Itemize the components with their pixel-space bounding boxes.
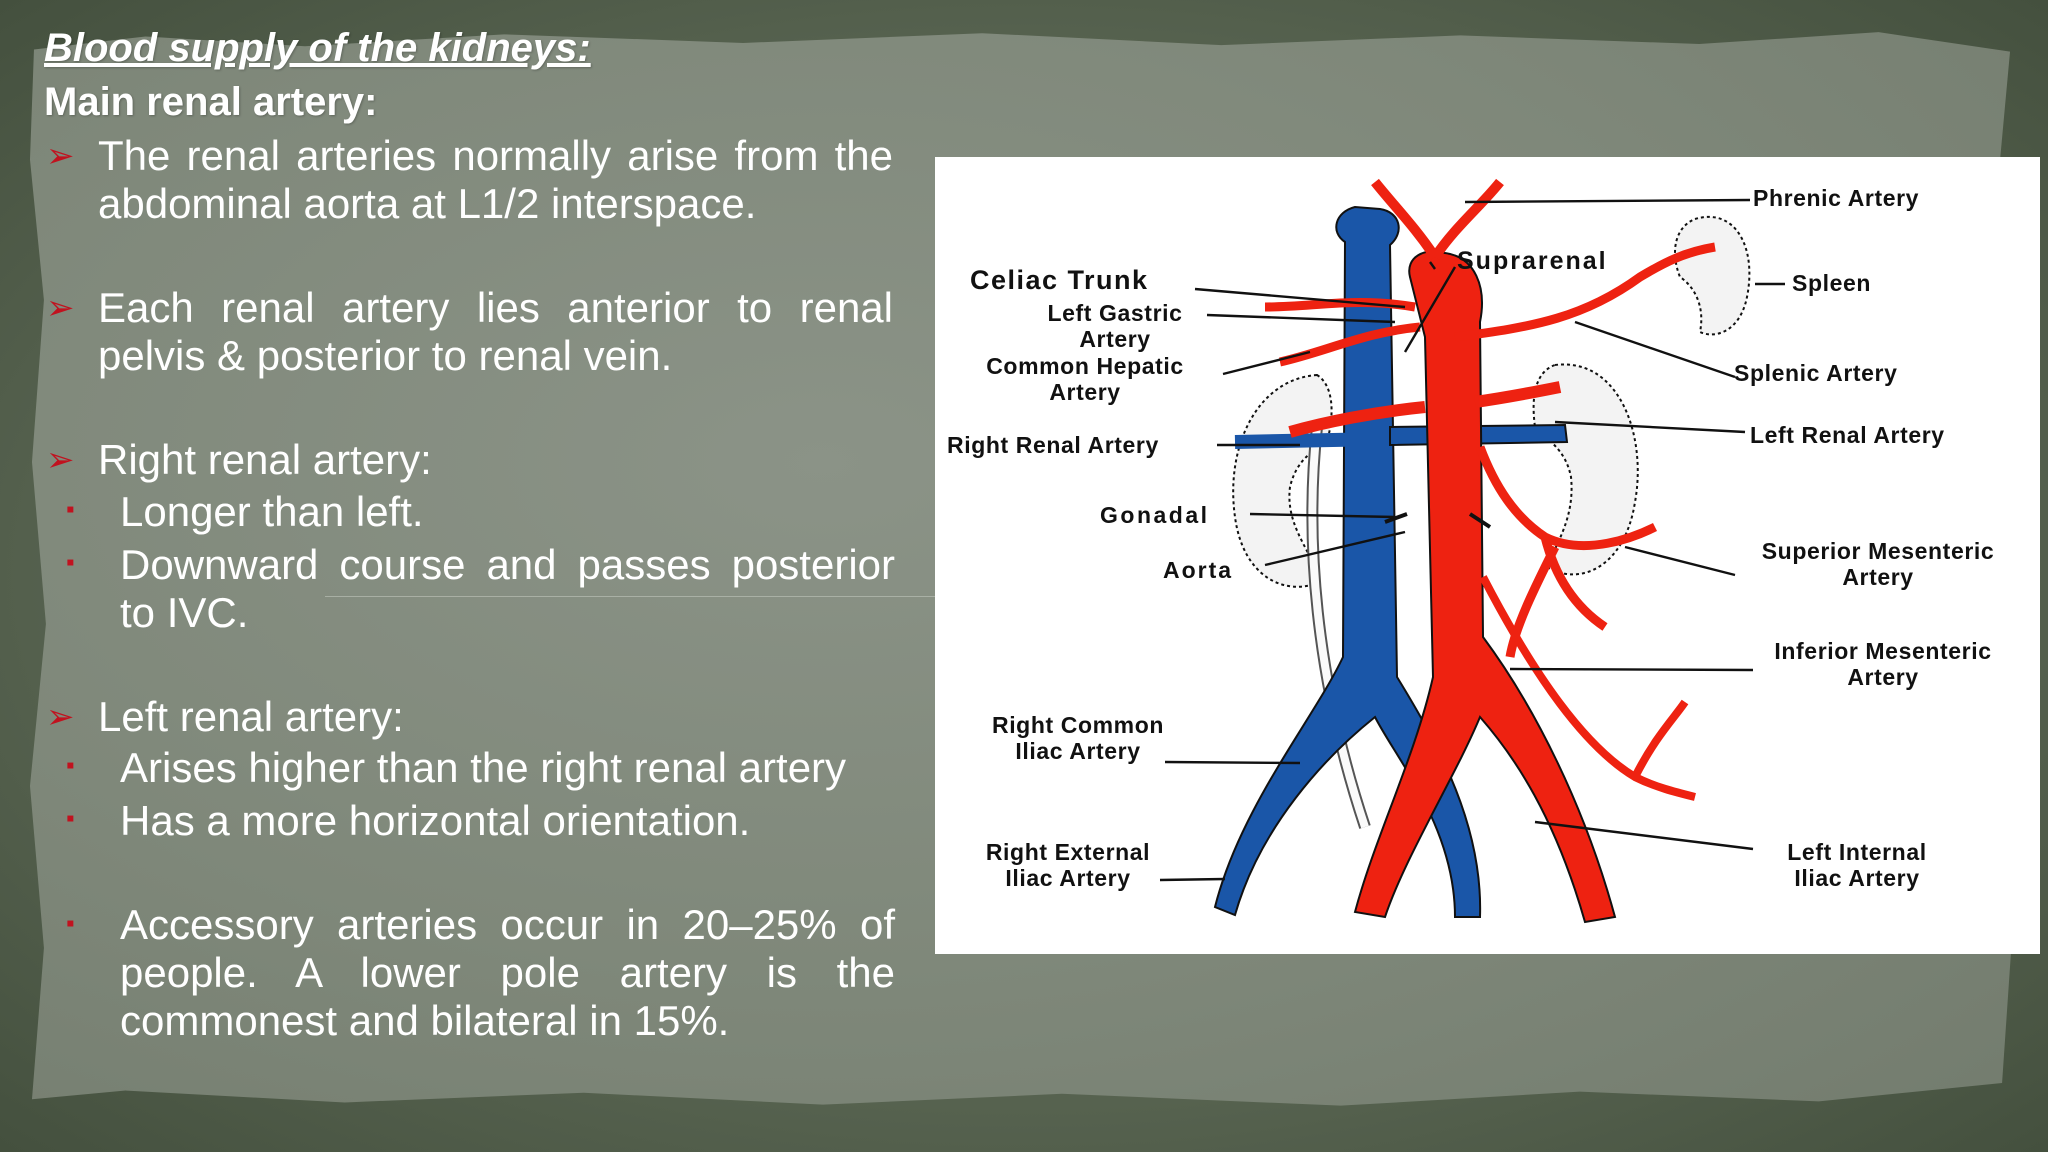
left-gastric-artery — [1264, 298, 1416, 312]
sub-bullet-text: Downward course and passes posterior to … — [120, 541, 895, 636]
right-renal-artery — [1288, 401, 1426, 438]
sub-bullet-text: Has a more horizontal orientation. — [120, 797, 751, 844]
label-splenic-artery: Splenic Artery — [1734, 360, 1898, 386]
square-bullet-icon: ▪ — [66, 496, 75, 523]
bullet-point-text: Each renal artery lies anterior to renal… — [98, 284, 893, 379]
square-bullet-icon: ▪ — [66, 752, 75, 779]
divider-line — [325, 596, 935, 597]
label-right-common-iliac-line1: Right Common — [992, 712, 1164, 738]
arrow-bullet-icon: ➢ — [46, 289, 75, 327]
label-right-external-iliac-line1: Right External — [986, 839, 1150, 865]
label-left-gastric-line2: Artery — [1079, 326, 1150, 352]
bullet-point-text: Right renal artery: — [98, 436, 432, 483]
phrenic-artery — [1371, 178, 1504, 260]
bullet-point-text: Left renal artery: — [98, 693, 404, 740]
label-inferior-mesenteric-line1: Inferior Mesenteric — [1774, 638, 1991, 664]
spleen — [1674, 216, 1751, 336]
slide-heading: Blood supply of the kidneys: — [44, 26, 591, 70]
arrow-bullet-icon: ➢ — [46, 441, 75, 479]
square-bullet-icon: ▪ — [66, 805, 75, 832]
label-spleen: Spleen — [1792, 270, 1871, 296]
label-left-internal-iliac-line1: Left Internal — [1787, 839, 1926, 865]
label-suprarenal: Suprarenal — [1457, 247, 1608, 275]
label-gonadal: Gonadal — [1100, 502, 1210, 528]
label-left-renal-artery: Left Renal Artery — [1750, 422, 1945, 448]
label-celiac-trunk: Celiac Trunk — [970, 265, 1149, 295]
splenic-artery — [1454, 242, 1716, 342]
label-phrenic-artery: Phrenic Artery — [1753, 185, 1919, 211]
inferior-mesenteric-artery — [1479, 575, 1696, 801]
label-right-common-iliac-line2: Iliac Artery — [1015, 738, 1140, 764]
renal-blood-supply-figure: Phrenic Artery Suprarenal Spleen Celiac … — [935, 157, 2040, 954]
subheading: Main renal artery: — [44, 80, 378, 124]
common-hepatic-artery — [1279, 322, 1421, 367]
superior-mesenteric-artery — [1475, 445, 1658, 658]
label-aorta: Aorta — [1163, 557, 1233, 583]
label-common-hepatic-line1: Common Hepatic — [986, 353, 1184, 379]
label-superior-mesenteric-line2: Artery — [1842, 564, 1913, 590]
sub-bullet-text: Arises higher than the right renal arter… — [120, 744, 847, 791]
label-left-gastric-line1: Left Gastric — [1047, 300, 1182, 326]
label-left-internal-iliac-line2: Iliac Artery — [1794, 865, 1919, 891]
renal-vascular-diagram: Phrenic Artery Suprarenal Spleen Celiac … — [947, 178, 1995, 924]
square-bullet-icon: ▪ — [66, 910, 75, 937]
label-right-renal-artery: Right Renal Artery — [947, 432, 1159, 458]
aorta — [1353, 250, 1617, 924]
left-kidney — [1532, 363, 1639, 576]
accessory-arteries-note: Accessory arteries occur in 20–25% of pe… — [120, 901, 895, 1044]
bullet-point-text: The renal arteries normally arise from t… — [98, 132, 893, 227]
arrow-bullet-icon: ➢ — [46, 698, 75, 736]
label-inferior-mesenteric-line2: Artery — [1847, 664, 1918, 690]
left-renal-artery — [1474, 381, 1562, 408]
square-bullet-icon: ▪ — [66, 549, 75, 576]
arrow-bullet-icon: ➢ — [46, 137, 75, 175]
label-right-external-iliac-line2: Iliac Artery — [1005, 865, 1130, 891]
label-common-hepatic-line2: Artery — [1049, 379, 1120, 405]
label-superior-mesenteric-line1: Superior Mesenteric — [1762, 538, 1995, 564]
sub-bullet-text: Longer than left. — [120, 488, 424, 535]
